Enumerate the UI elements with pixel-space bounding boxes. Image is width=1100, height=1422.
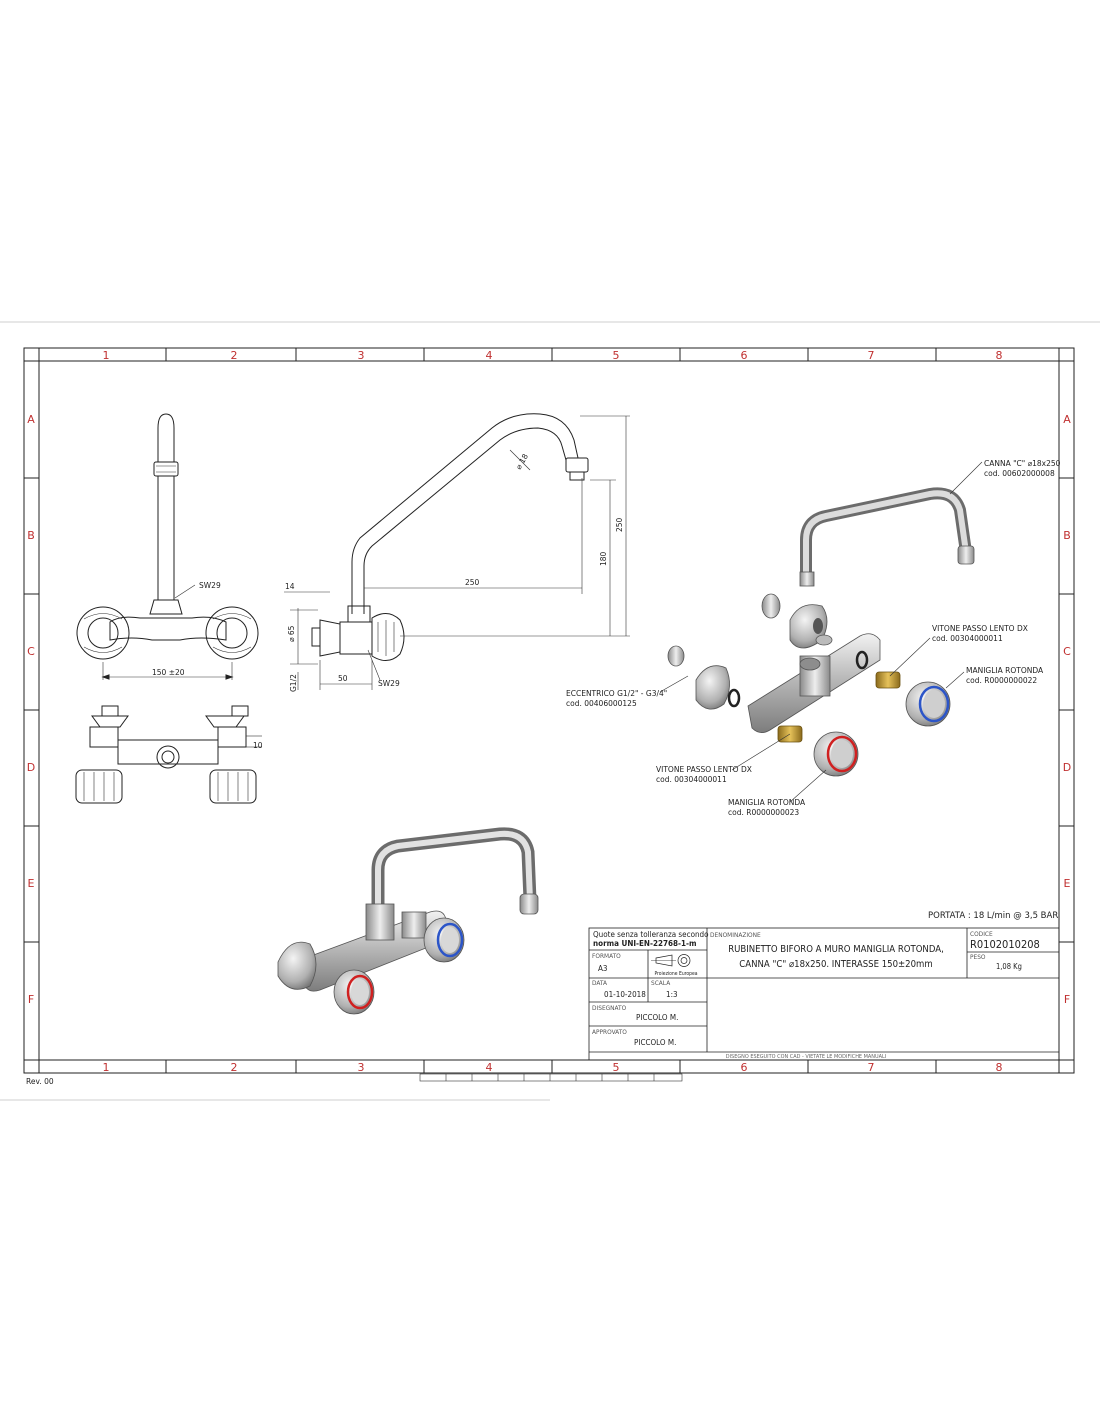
col-label-bottom-4: 4 [486, 1061, 493, 1074]
row-label-right-D: D [1063, 761, 1071, 774]
denominazione-line1: RUBINETTO BIFORO A MURO MANIGLIA ROTONDA… [728, 944, 944, 955]
column-ticks [38, 348, 1060, 1073]
callout-eccentrico-title: ECCENTRICO G1/2" - G3/4" [566, 689, 667, 698]
col-label-bottom-1: 1 [103, 1061, 110, 1074]
data-value: 01-10-2018 [604, 990, 646, 999]
callout-vitone-top-title: VITONE PASSO LENTO DX [932, 624, 1028, 633]
assembled-3d-view [277, 827, 539, 1015]
col-label-top-2: 2 [231, 349, 238, 362]
denominazione-label: DENOMINAZIONE [710, 931, 761, 939]
peso-value: 1,08 Kg [996, 962, 1022, 971]
row-markers: A B C D E F A B C D E F [27, 413, 1071, 1006]
exploded-view [659, 461, 983, 803]
codice-label: CODICE [970, 930, 993, 938]
dim-14: 14 [285, 582, 295, 591]
dim-180: 180 [599, 551, 608, 566]
peso-label: PESO [970, 953, 986, 961]
dim-d65: ⌀ 65 [287, 625, 296, 642]
formato-value: A3 [598, 964, 608, 973]
projection-label: Proiezione Europea [654, 971, 697, 977]
dim-50: 50 [338, 674, 348, 683]
row-ticks [24, 360, 1074, 1061]
col-label-top-4: 4 [486, 349, 493, 362]
callout-maniglia-bottom-code: cod. R0000000023 [728, 808, 799, 817]
row-label-right-F: F [1064, 993, 1070, 1006]
scale-strip [419, 1073, 683, 1082]
flow-rate-note: PORTATA : 18 L/min @ 3,5 BAR [928, 911, 1058, 921]
row-label-right-E: E [1064, 877, 1071, 890]
col-label-bottom-7: 7 [868, 1061, 875, 1074]
dim-sw29-front: SW29 [199, 581, 221, 590]
column-markers: 1 2 3 4 5 6 7 8 1 2 3 4 5 6 7 8 [103, 349, 1003, 1074]
callout-vitone-bottom-title: VITONE PASSO LENTO DX [656, 765, 752, 774]
title-block-footer: DISEGNO ESEGUITO CON CAD - VIETATE LE MO… [726, 1054, 886, 1060]
tolerance-norm: norma UNI-EN-22768-1-m [593, 939, 696, 948]
dim-sw29-side: SW29 [378, 679, 400, 688]
row-label-left-D: D [27, 761, 35, 774]
formato-label: FORMATO [592, 952, 621, 960]
dim-interaxis: 150 ±20 [152, 668, 185, 677]
dim-250-vertical: 250 [615, 517, 624, 532]
callout-vitone-top-code: cod. 00304000011 [932, 634, 1003, 643]
col-label-bottom-2: 2 [231, 1061, 238, 1074]
side-view [284, 413, 630, 690]
approvato-value: PICCOLO M. [634, 1038, 676, 1047]
col-label-top-6: 6 [741, 349, 748, 362]
revision-label: Rev. 00 [26, 1077, 54, 1086]
col-label-top-8: 8 [996, 349, 1003, 362]
callout-maniglia-top-code: cod. R0000000022 [966, 676, 1037, 685]
plan-view [75, 705, 262, 804]
callout-vitone-bottom-code: cod. 00304000011 [656, 775, 727, 784]
disegnato-label: DISEGNATO [592, 1004, 627, 1012]
row-label-right-B: B [1063, 529, 1071, 542]
row-label-left-F: F [28, 993, 34, 1006]
col-label-bottom-3: 3 [358, 1061, 365, 1074]
front-view [76, 413, 259, 680]
col-label-bottom-5: 5 [613, 1061, 620, 1074]
title-block [588, 927, 1060, 1061]
dim-250-horizontal: 250 [465, 578, 480, 587]
row-label-left-E: E [28, 877, 35, 890]
dim-10: 10 [253, 741, 263, 750]
callout-canna-title: CANNA "C" ⌀18x250 [984, 459, 1061, 468]
callout-canna-code: cod. 00602000008 [984, 469, 1055, 478]
col-label-bottom-6: 6 [741, 1061, 748, 1074]
codice-value: R0102010208 [970, 938, 1040, 951]
disegnato-value: PICCOLO M. [636, 1013, 678, 1022]
dim-d18: ⌀ 18 [514, 452, 530, 471]
denominazione-line2: CANNA "C" ⌀18x250. INTERASSE 150±20mm [739, 959, 932, 970]
scala-label: SCALA [651, 979, 670, 987]
approvato-label: APPROVATO [592, 1028, 627, 1036]
scala-value: 1:3 [666, 990, 678, 999]
dim-g12: G1/2 [289, 674, 298, 692]
col-label-top-7: 7 [868, 349, 875, 362]
row-label-left-B: B [27, 529, 35, 542]
col-label-top-3: 3 [358, 349, 365, 362]
col-label-top-5: 5 [613, 349, 620, 362]
row-label-right-A: A [1063, 413, 1071, 426]
data-label: DATA [592, 979, 607, 987]
row-label-right-C: C [1063, 645, 1071, 658]
col-label-bottom-8: 8 [996, 1061, 1003, 1074]
tolerance-label: Quote senza tolleranza secondo [593, 930, 709, 939]
callout-maniglia-bottom-title: MANIGLIA ROTONDA [728, 798, 806, 807]
col-label-top-1: 1 [103, 349, 110, 362]
callout-maniglia-top-title: MANIGLIA ROTONDA [966, 666, 1044, 675]
row-label-left-A: A [27, 413, 35, 426]
callout-eccentrico-code: cod. 00406000125 [566, 699, 637, 708]
row-label-left-C: C [27, 645, 35, 658]
